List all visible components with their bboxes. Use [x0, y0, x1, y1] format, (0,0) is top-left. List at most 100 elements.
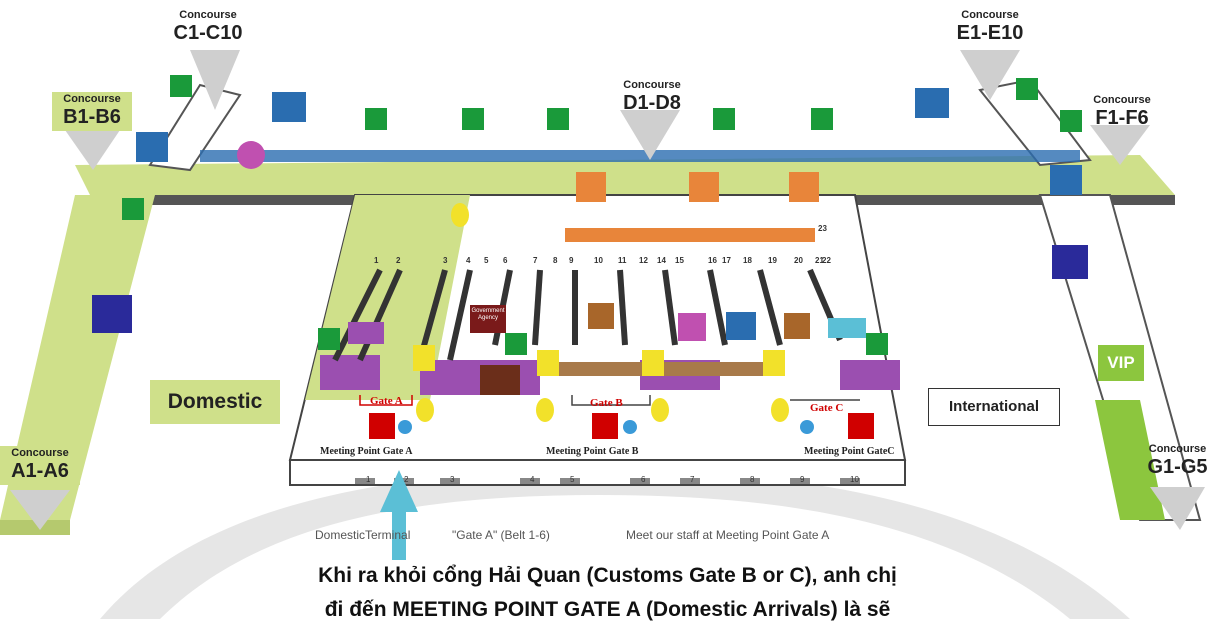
international-zone-label: International [928, 388, 1060, 426]
concourse-c-big: C1-C10 [173, 22, 243, 44]
government-agency-sign [470, 305, 506, 333]
concourse-f-label: Concourse F1-F6 [1082, 94, 1162, 129]
restroom-icon [122, 75, 1082, 355]
belt-number: 23 [818, 224, 827, 233]
concourse-a-small: Concourse [11, 447, 69, 459]
belt-number: 20 [794, 256, 803, 265]
door-number: 6 [641, 475, 646, 484]
shopping-cart-icon [678, 313, 706, 341]
belt-number: 11 [618, 256, 627, 265]
gate-b-label: Gate B [590, 397, 623, 409]
domestic-zone-label: Domestic [150, 380, 280, 424]
belt-number: 3 [443, 256, 448, 265]
belt-number: 8 [553, 256, 558, 265]
concourse-e-small: Concourse [961, 9, 1019, 21]
gate-b-bracket [571, 395, 651, 406]
service-icon [576, 172, 819, 202]
restaurant-icon [237, 141, 265, 169]
direction-arrow-shaft [392, 510, 406, 560]
caption-meet: Meet our staff at Meeting Point Gate A [626, 528, 830, 542]
concourse-b-label: Concourse B1-B6 [52, 92, 132, 131]
corridor-band [200, 150, 1080, 162]
concourse-f-small: Concourse [1093, 94, 1151, 106]
instruction-line-2: đi đến MEETING POINT GATE A (Domestic Ar… [324, 598, 891, 621]
front-doors [355, 478, 860, 484]
concourse-e-label: Concourse E1-E10 [950, 9, 1030, 44]
gate-a-bracket [359, 395, 413, 406]
meeting-point-a-label: Meeting Point Gate A [320, 446, 413, 457]
terminal-front [289, 459, 906, 486]
concourse-g-small: Concourse [1148, 443, 1207, 455]
shop-block [480, 365, 520, 395]
concourse-pin [10, 50, 1205, 530]
door-number: 2 [404, 475, 409, 484]
door-number: 10 [850, 475, 859, 484]
meeting-point-icon [369, 413, 874, 439]
belt-number: 4 [466, 256, 471, 265]
info-desk-icon [588, 303, 614, 329]
belt-number: 1 [374, 256, 379, 265]
belt-number: 5 [484, 256, 489, 265]
concourse-d-big: D1-D8 [623, 92, 681, 114]
instruction-line-1: Khi ra khỏi cổng Hải Quan (Customs Gate … [318, 564, 897, 587]
belt-number: 2 [396, 256, 401, 265]
belt-number: 12 [639, 256, 648, 265]
gate-a-label: Gate A [370, 395, 403, 407]
belt-number: 9 [569, 256, 574, 265]
concourse-g-label: Concourse G1-G5 [1140, 443, 1215, 478]
door-number: 5 [570, 475, 575, 484]
concourse-c-label: Concourse C1-C10 [168, 9, 248, 44]
belt-number: 17 [722, 256, 731, 265]
belt-number: 7 [533, 256, 538, 265]
counter-strip [565, 228, 815, 242]
info-desk-icon [784, 313, 810, 339]
door-number: 1 [366, 475, 371, 484]
door-number: 9 [800, 475, 805, 484]
belt-number: 21 [815, 256, 824, 265]
door-number: 7 [690, 475, 695, 484]
concourse-b-small: Concourse [63, 93, 121, 105]
belt-number: 14 [657, 256, 666, 265]
escalator-icon [416, 203, 789, 422]
shop-sign [348, 322, 384, 344]
belt-number: 15 [675, 256, 684, 265]
left-arm-edge [0, 520, 70, 535]
meeting-point-c-label: Meeting Point GateC [804, 446, 895, 457]
direction-arrow-head [380, 470, 418, 512]
concourse-f-big: F1-F6 [1095, 107, 1149, 129]
concourse-a-big: A1-A6 [11, 460, 69, 482]
belt-number: 22 [822, 256, 831, 265]
belt-number: 6 [503, 256, 508, 265]
gate-c-label: Gate C [810, 402, 844, 414]
airline-sign [828, 318, 866, 338]
main-pier [75, 155, 1175, 195]
caption-gate: "Gate A" (Belt 1-6) [452, 528, 550, 542]
lift-icon [413, 345, 785, 376]
concourse-a-label: Concourse A1-A6 [0, 446, 80, 485]
road-curve-inner [160, 495, 1070, 619]
shop-block [840, 360, 900, 390]
concourse-c-small: Concourse [179, 9, 237, 21]
shop-block [320, 355, 380, 390]
belt-number: 10 [594, 256, 603, 265]
info-icon [398, 420, 814, 434]
concourse-g-big: G1-G5 [1147, 456, 1208, 478]
door-number: 3 [450, 475, 455, 484]
airplane-icon [92, 88, 1088, 340]
concourse-e-big: E1-E10 [956, 22, 1024, 44]
vip-lounge [1095, 400, 1165, 520]
belt-number: 19 [768, 256, 777, 265]
caption-terminal: DomesticTerminal [315, 528, 411, 542]
door-number: 4 [530, 475, 535, 484]
meeting-point-b-label: Meeting Point Gate B [546, 446, 639, 457]
vip-label: VIP [1098, 345, 1144, 381]
belt-number: 16 [708, 256, 717, 265]
concourse-d-small: Concourse [623, 79, 681, 91]
c-arm [148, 83, 242, 172]
government-agency-text: Government Agency [471, 308, 505, 321]
left-arm [0, 195, 155, 520]
belt-number: 18 [743, 256, 752, 265]
concourse-d-label: Concourse D1-D8 [612, 79, 692, 114]
door-number: 8 [750, 475, 755, 484]
